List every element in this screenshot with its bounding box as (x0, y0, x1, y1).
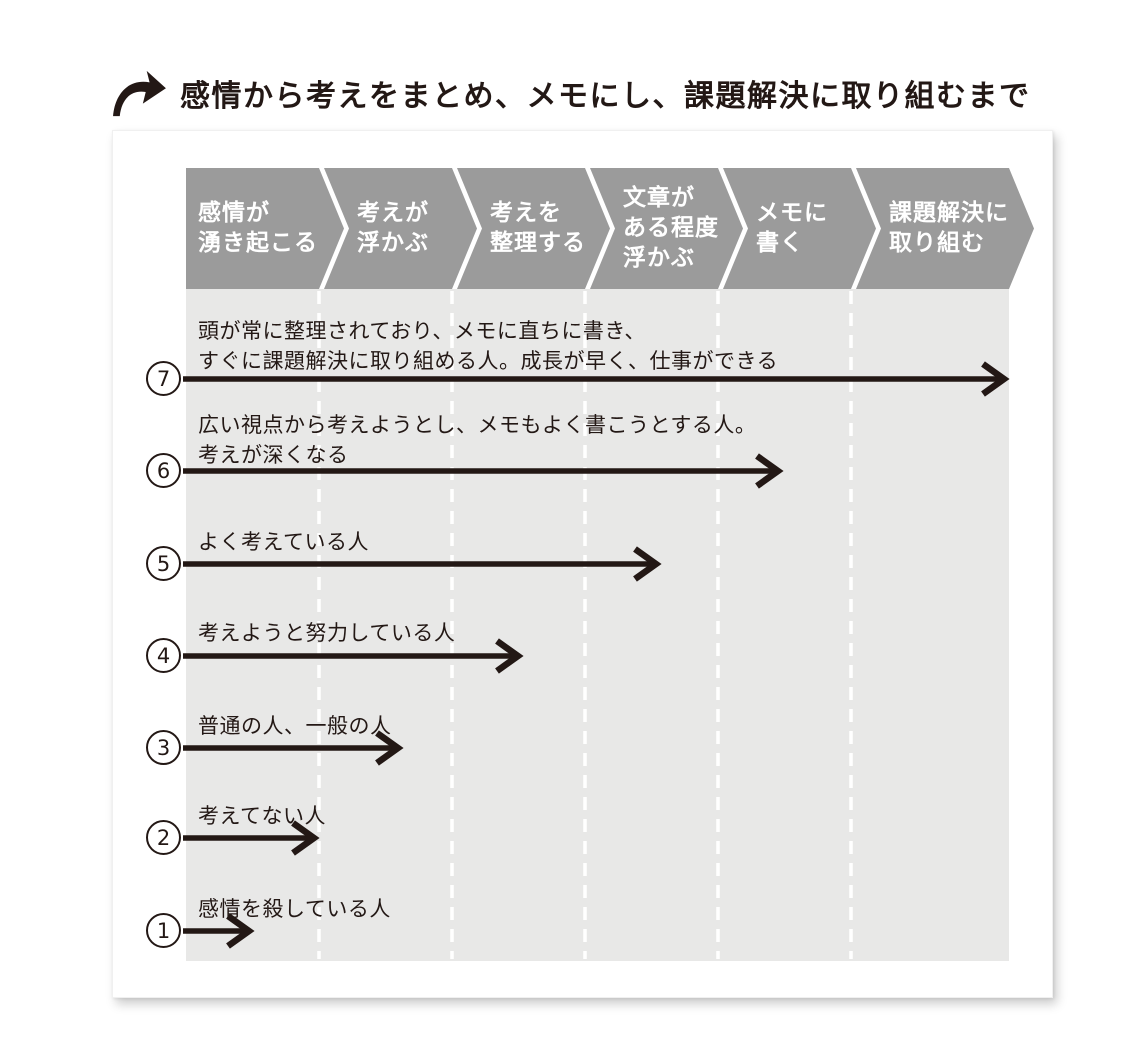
stage-label-2: 考えが 浮かぶ (357, 200, 429, 256)
level-number-5: 5 (146, 546, 181, 581)
stage-chevron-6 (856, 168, 1034, 289)
level-number-4: 4 (146, 638, 181, 673)
level-3-arrowhead (375, 730, 404, 766)
diagram-canvas (183, 168, 1034, 961)
level-description-3: 普通の人、一般の人 (198, 714, 392, 738)
level-description-5: よく考えている人 (198, 530, 369, 554)
stage-label-3: 考えを 整理する (490, 200, 586, 256)
stage-chevron-1 (186, 168, 344, 289)
level-1-arrowhead (226, 913, 255, 949)
stage-label-4: 文章が ある程度 浮かぶ (623, 185, 719, 271)
figure-title: 感情から考えをまとめ、メモにし、課題解決に取り組むまで (110, 68, 1031, 118)
stage-label-5: メモに 書く (756, 200, 828, 256)
level-5-arrowhead (633, 546, 662, 582)
level-4-arrowhead (495, 638, 524, 674)
diagram-card: 感情が 湧き起こる考えが 浮かぶ 考えを 整理する文章が ある程度 浮かぶメモに … (112, 130, 1053, 998)
level-description-7: 頭が常に整理されており、メモに直ちに書き、 すぐに課題解決に取り組める人。成長が… (198, 319, 779, 373)
panel-background (186, 289, 1009, 961)
curved-right-arrow-icon (113, 70, 166, 117)
level-7-arrowhead (981, 361, 1010, 397)
level-number-1: 1 (146, 913, 181, 948)
level-6-arrowhead (755, 453, 784, 489)
level-description-2: 考えてない人 (198, 804, 326, 828)
page-title: 感情から考えをまとめ、メモにし、課題解決に取り組むまで (180, 79, 1031, 114)
level-number-2: 2 (146, 820, 181, 855)
level-description-1: 感情を殺している人 (198, 897, 391, 921)
level-number-6: 6 (146, 453, 181, 488)
stage-chevron-2 (324, 168, 477, 289)
level-number-7: 7 (146, 361, 181, 396)
level-description-6: 広い視点から考えようとし、メモもよく書こうとする人。 考えが深くなる (198, 413, 757, 467)
stage-chevron-5 (723, 168, 876, 289)
stage-chevron-3 (457, 168, 610, 289)
level-description-4: 考えようと努力している人 (198, 621, 456, 645)
stage-label-6: 課題解決に 取り組む (889, 200, 1009, 256)
level-number-3: 3 (146, 730, 181, 765)
level-2-arrowhead (291, 820, 320, 856)
stage-label-1: 感情が 湧き起こる (198, 200, 318, 256)
stage-chevron-4 (590, 168, 743, 289)
